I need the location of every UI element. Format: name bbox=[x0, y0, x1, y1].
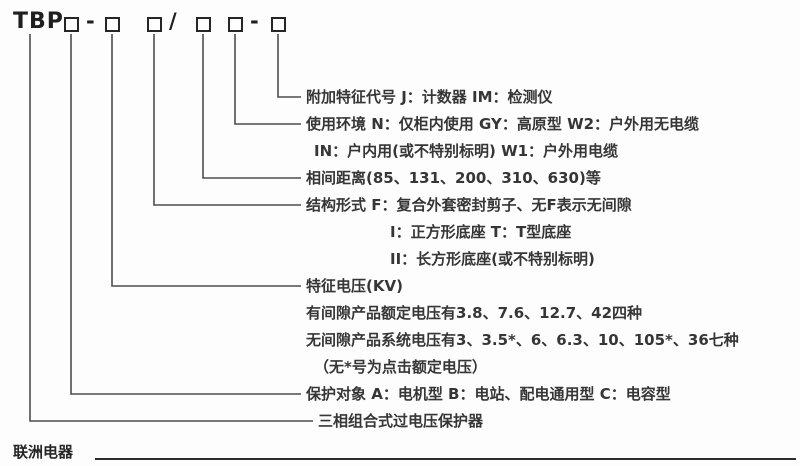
annotation-product: 三相组合式过电压保护器 bbox=[318, 412, 484, 430]
annotation-phase-distance: 相间距离(85、131、200、310、630)等 bbox=[306, 169, 601, 187]
annotation-protection: 保护对象 A：电机型 B：电站、配电通用型 C：电容型 bbox=[306, 385, 671, 403]
annotation-environment: 使用环境 N：仅柜内使用 GY：高原型 W2：户外用无电缆 bbox=[306, 115, 700, 133]
model-field-box-6 bbox=[271, 17, 286, 32]
annotation-structure: 结构形式 F：复合外套密封剪子、无F表示无间隙 bbox=[306, 196, 632, 214]
model-field-box-2 bbox=[105, 17, 120, 32]
connector-line-protection bbox=[70, 34, 301, 395]
connector-line-structure bbox=[153, 34, 301, 206]
model-prefix: TBP- bbox=[13, 9, 74, 34]
annotation-voltage-cont2: 无间隙产品系统电压有3、3.5*、6、6.3、10、105*、36七种 bbox=[306, 331, 739, 349]
model-field-box-5 bbox=[228, 17, 243, 32]
model-separator-slash: / bbox=[169, 9, 177, 33]
annotation-voltage-cont3: （无*号为点击额定电压） bbox=[314, 358, 487, 376]
connector-line-environment bbox=[234, 34, 301, 125]
connector-line-product bbox=[29, 34, 313, 422]
annotation-structure-cont1: I：正方形底座 T：T型底座 bbox=[390, 223, 572, 241]
annotation-voltage-cont1: 有间隙产品额定电压有3.8、7.6、12.7、42四种 bbox=[306, 304, 643, 322]
annotation-environment-cont: IN：户内用(或不特别标明) W1：户外用电缆 bbox=[314, 142, 619, 160]
annotation-structure-cont2: II：长方形底座(或不特别标明) bbox=[390, 250, 595, 268]
annotation-voltage: 特征电压(KV) bbox=[306, 277, 403, 295]
model-separator-dash-1: - bbox=[86, 9, 95, 33]
connector-line-feature-code bbox=[277, 34, 301, 98]
model-field-box-3 bbox=[147, 17, 162, 32]
model-field-box-4 bbox=[196, 17, 211, 32]
annotation-feature-code: 附加特征代号 J：计数器 IM：检测仪 bbox=[306, 88, 553, 106]
connector-line-phase-distance bbox=[202, 34, 301, 179]
model-field-box-1 bbox=[64, 17, 79, 32]
brand-name: 联洲电器 bbox=[13, 443, 74, 461]
model-separator-dash-2: - bbox=[250, 9, 259, 33]
footer-rule bbox=[95, 458, 796, 460]
connector-line-voltage bbox=[111, 34, 301, 287]
